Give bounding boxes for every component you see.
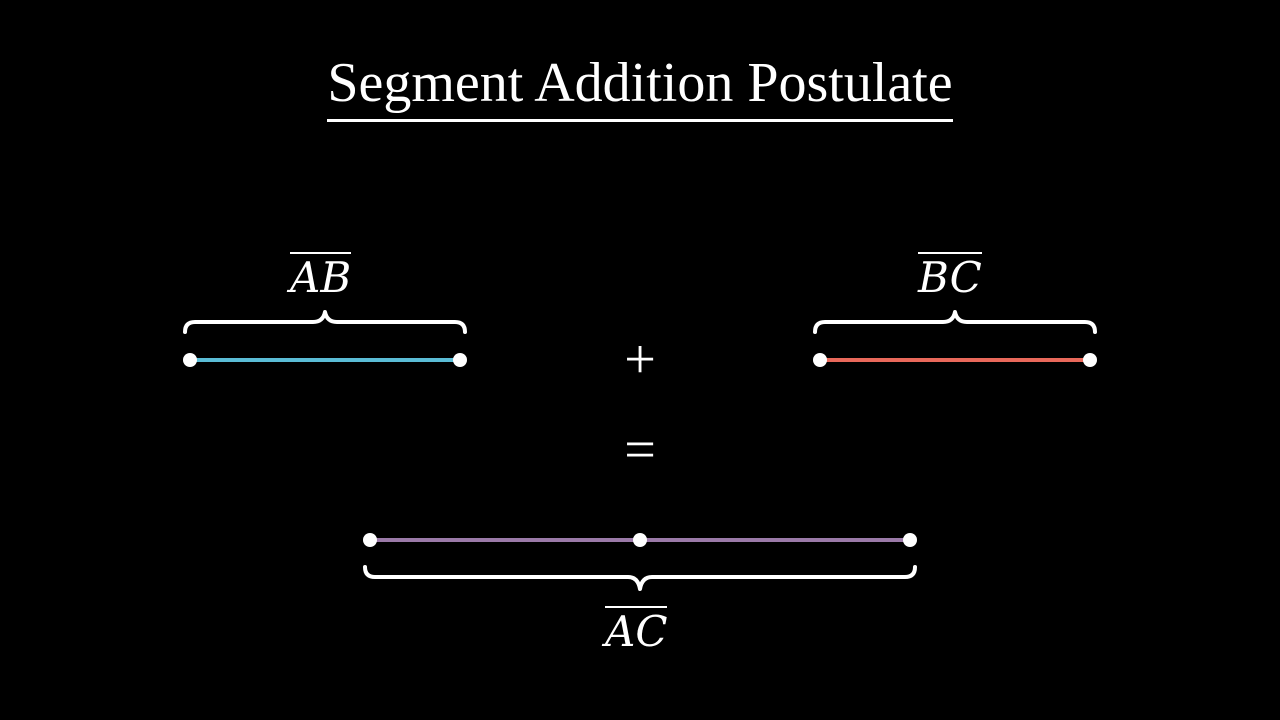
point-b-right bbox=[813, 353, 827, 367]
point-c-bottom bbox=[903, 533, 917, 547]
equals-sign: = bbox=[624, 419, 656, 481]
brace-bc bbox=[813, 310, 1097, 334]
label-bc: BC bbox=[918, 252, 982, 302]
point-b-top bbox=[453, 353, 467, 367]
plus-sign: + bbox=[624, 329, 656, 391]
title-container: Segment Addition Postulate bbox=[0, 48, 1280, 122]
title-text: Segment Addition Postulate bbox=[327, 51, 953, 122]
point-a-top bbox=[183, 353, 197, 367]
brace-ac bbox=[363, 565, 917, 591]
label-ac: AC bbox=[605, 606, 668, 656]
point-a-bottom bbox=[363, 533, 377, 547]
point-c-right bbox=[1083, 353, 1097, 367]
point-b-bottom bbox=[633, 533, 647, 547]
label-ab: AB bbox=[290, 252, 352, 302]
brace-ab bbox=[183, 310, 467, 334]
